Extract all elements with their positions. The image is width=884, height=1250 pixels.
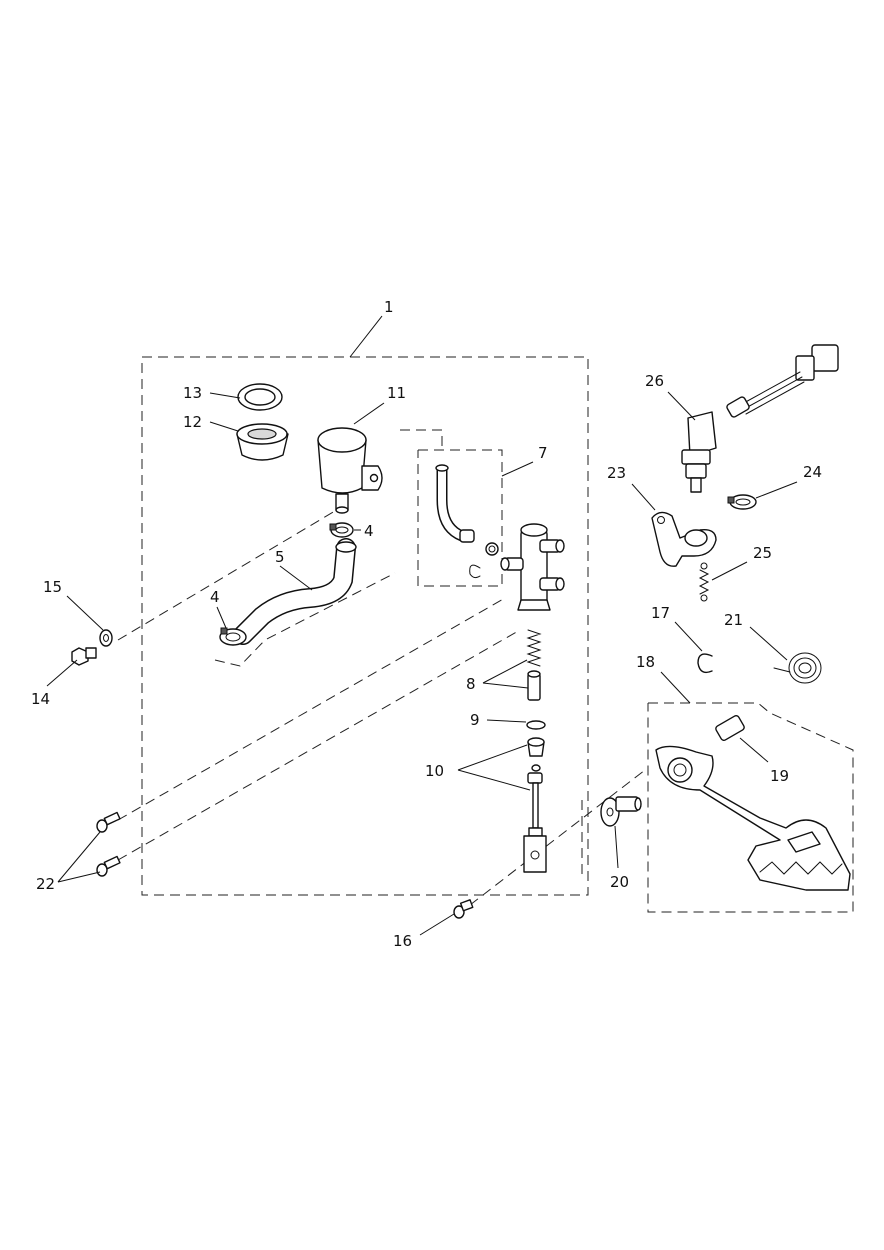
- bracket-23: [651, 511, 717, 567]
- callout-15: 15: [43, 578, 62, 596]
- pivot-bolt-20: [600, 796, 642, 827]
- inner-boundary: [400, 429, 443, 450]
- callout-25: 25: [753, 544, 772, 562]
- callout-14: 14: [31, 690, 50, 708]
- assembly-7-outline: [417, 449, 503, 587]
- hose-clip-4-upper: [329, 522, 354, 538]
- hose-clip-4-lower: [219, 627, 247, 646]
- callout-20: 20: [610, 873, 629, 891]
- pushrod-10: [523, 737, 547, 873]
- brake-light-switch-26: [681, 344, 839, 493]
- assembly-18-outline: [647, 702, 854, 913]
- circlip-17: [697, 653, 713, 674]
- callout-21: 21: [724, 611, 743, 629]
- brake-pipe-7: [435, 464, 499, 579]
- callout-23: 23: [607, 464, 626, 482]
- callout-19: 19: [770, 767, 789, 785]
- group-outlines: [141, 356, 854, 913]
- callout-12: 12: [183, 413, 202, 431]
- callout-8: 8: [466, 675, 476, 693]
- callout-26: 26: [645, 372, 664, 390]
- piston-spring-8: [526, 629, 542, 701]
- o-ring-9: [526, 720, 546, 730]
- callouts: 1 4 4 5 7 8 9 10 11 12 13 14 15 16 17 18…: [31, 298, 822, 950]
- callout-5: 5: [275, 548, 285, 566]
- master-cylinder-body: [500, 523, 565, 611]
- callout-9: 9: [470, 711, 480, 729]
- washer-15: [99, 629, 113, 647]
- callout-18: 18: [636, 653, 655, 671]
- alignment-lines: [117, 507, 646, 906]
- callout-10: 10: [425, 762, 444, 780]
- fluid-reservoir-11: [317, 427, 383, 514]
- reservoir-cap-seal-13: [237, 383, 283, 411]
- spring-25: [698, 562, 710, 602]
- callout-4-lower: 4: [210, 588, 220, 606]
- bolt-14: [71, 647, 97, 666]
- callout-13: 13: [183, 384, 202, 402]
- return-spring-21: [773, 652, 822, 684]
- reservoir-hose-5: [233, 538, 357, 645]
- bush-19: [715, 714, 745, 742]
- hose-guide-outline: [214, 572, 396, 667]
- screw-22-upper: [96, 811, 121, 833]
- pin-16: [453, 899, 474, 919]
- callout-22: 22: [36, 875, 55, 893]
- callout-1: 1: [384, 298, 394, 316]
- callout-4-upper: 4: [364, 522, 374, 540]
- assembly-1-outline: [141, 356, 589, 896]
- callout-17: 17: [651, 604, 670, 622]
- callout-24: 24: [803, 463, 822, 481]
- brake-pedal-18: [655, 745, 851, 891]
- callout-11: 11: [387, 384, 406, 402]
- callout-16: 16: [393, 932, 412, 950]
- screw-22-lower: [96, 855, 121, 877]
- leader-lines: [46, 315, 798, 936]
- clip-24: [727, 494, 757, 510]
- callout-7: 7: [538, 444, 548, 462]
- reservoir-diaphragm-12: [236, 423, 289, 461]
